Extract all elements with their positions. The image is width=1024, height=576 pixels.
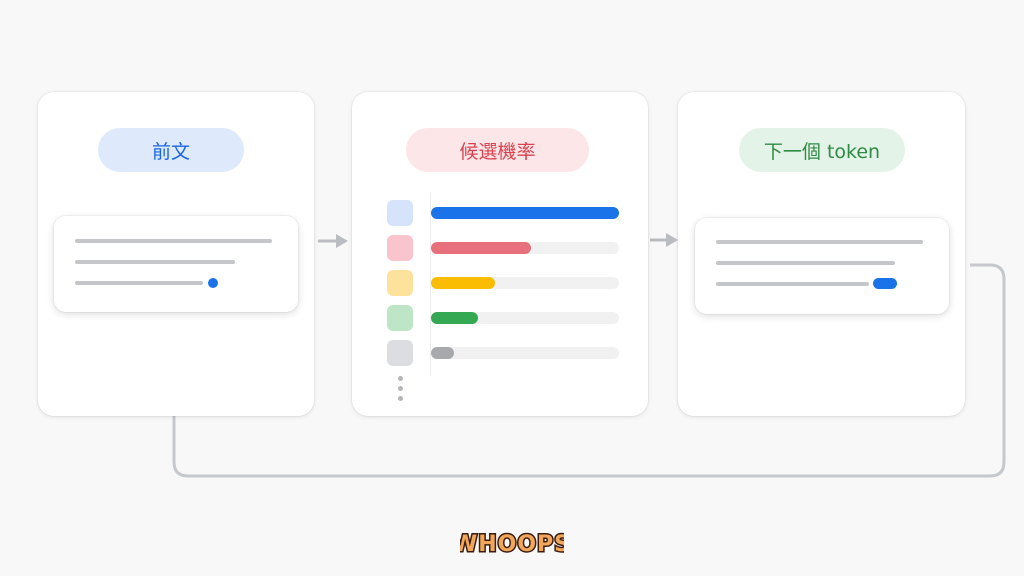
svg-text:WHOOPS: WHOOPS bbox=[460, 532, 564, 557]
new-token-marker bbox=[873, 278, 897, 289]
cursor-dot-icon bbox=[208, 278, 218, 288]
probabilities-label-pill: 候選機率 bbox=[406, 128, 589, 172]
probability-bar bbox=[431, 312, 478, 324]
divider bbox=[430, 192, 431, 376]
text-line bbox=[716, 282, 869, 286]
context-text-box bbox=[54, 216, 298, 312]
more-dot-icon bbox=[398, 396, 403, 401]
arrow-context-to-probs bbox=[318, 234, 348, 248]
candidate-token-square bbox=[387, 270, 413, 296]
candidate-token-square bbox=[387, 305, 413, 331]
more-dot-icon bbox=[398, 376, 403, 381]
text-line bbox=[75, 260, 235, 264]
candidate-token-square bbox=[387, 340, 413, 366]
whoops-logo: WHOOPS bbox=[460, 531, 564, 559]
probability-bar-track bbox=[431, 347, 619, 359]
more-dot-icon bbox=[398, 386, 403, 391]
probability-bar bbox=[431, 207, 619, 219]
next-token-text-box bbox=[695, 218, 949, 314]
text-line bbox=[75, 239, 272, 243]
next-token-label-pill: 下一個 token bbox=[739, 128, 905, 172]
probability-bar bbox=[431, 242, 531, 254]
text-line bbox=[75, 281, 203, 285]
text-line bbox=[716, 240, 923, 244]
probabilities-label: 候選機率 bbox=[459, 140, 536, 163]
arrow-probs-to-next bbox=[650, 233, 678, 247]
candidate-token-square bbox=[387, 200, 413, 226]
text-line bbox=[716, 261, 895, 265]
probability-bar bbox=[431, 347, 454, 359]
context-label-pill: 前文 bbox=[98, 128, 244, 172]
next-token-label: 下一個 token bbox=[763, 140, 881, 163]
context-label: 前文 bbox=[151, 140, 190, 163]
probability-bar bbox=[431, 277, 495, 289]
probability-bar-track bbox=[431, 312, 619, 324]
candidate-token-square bbox=[387, 235, 413, 261]
